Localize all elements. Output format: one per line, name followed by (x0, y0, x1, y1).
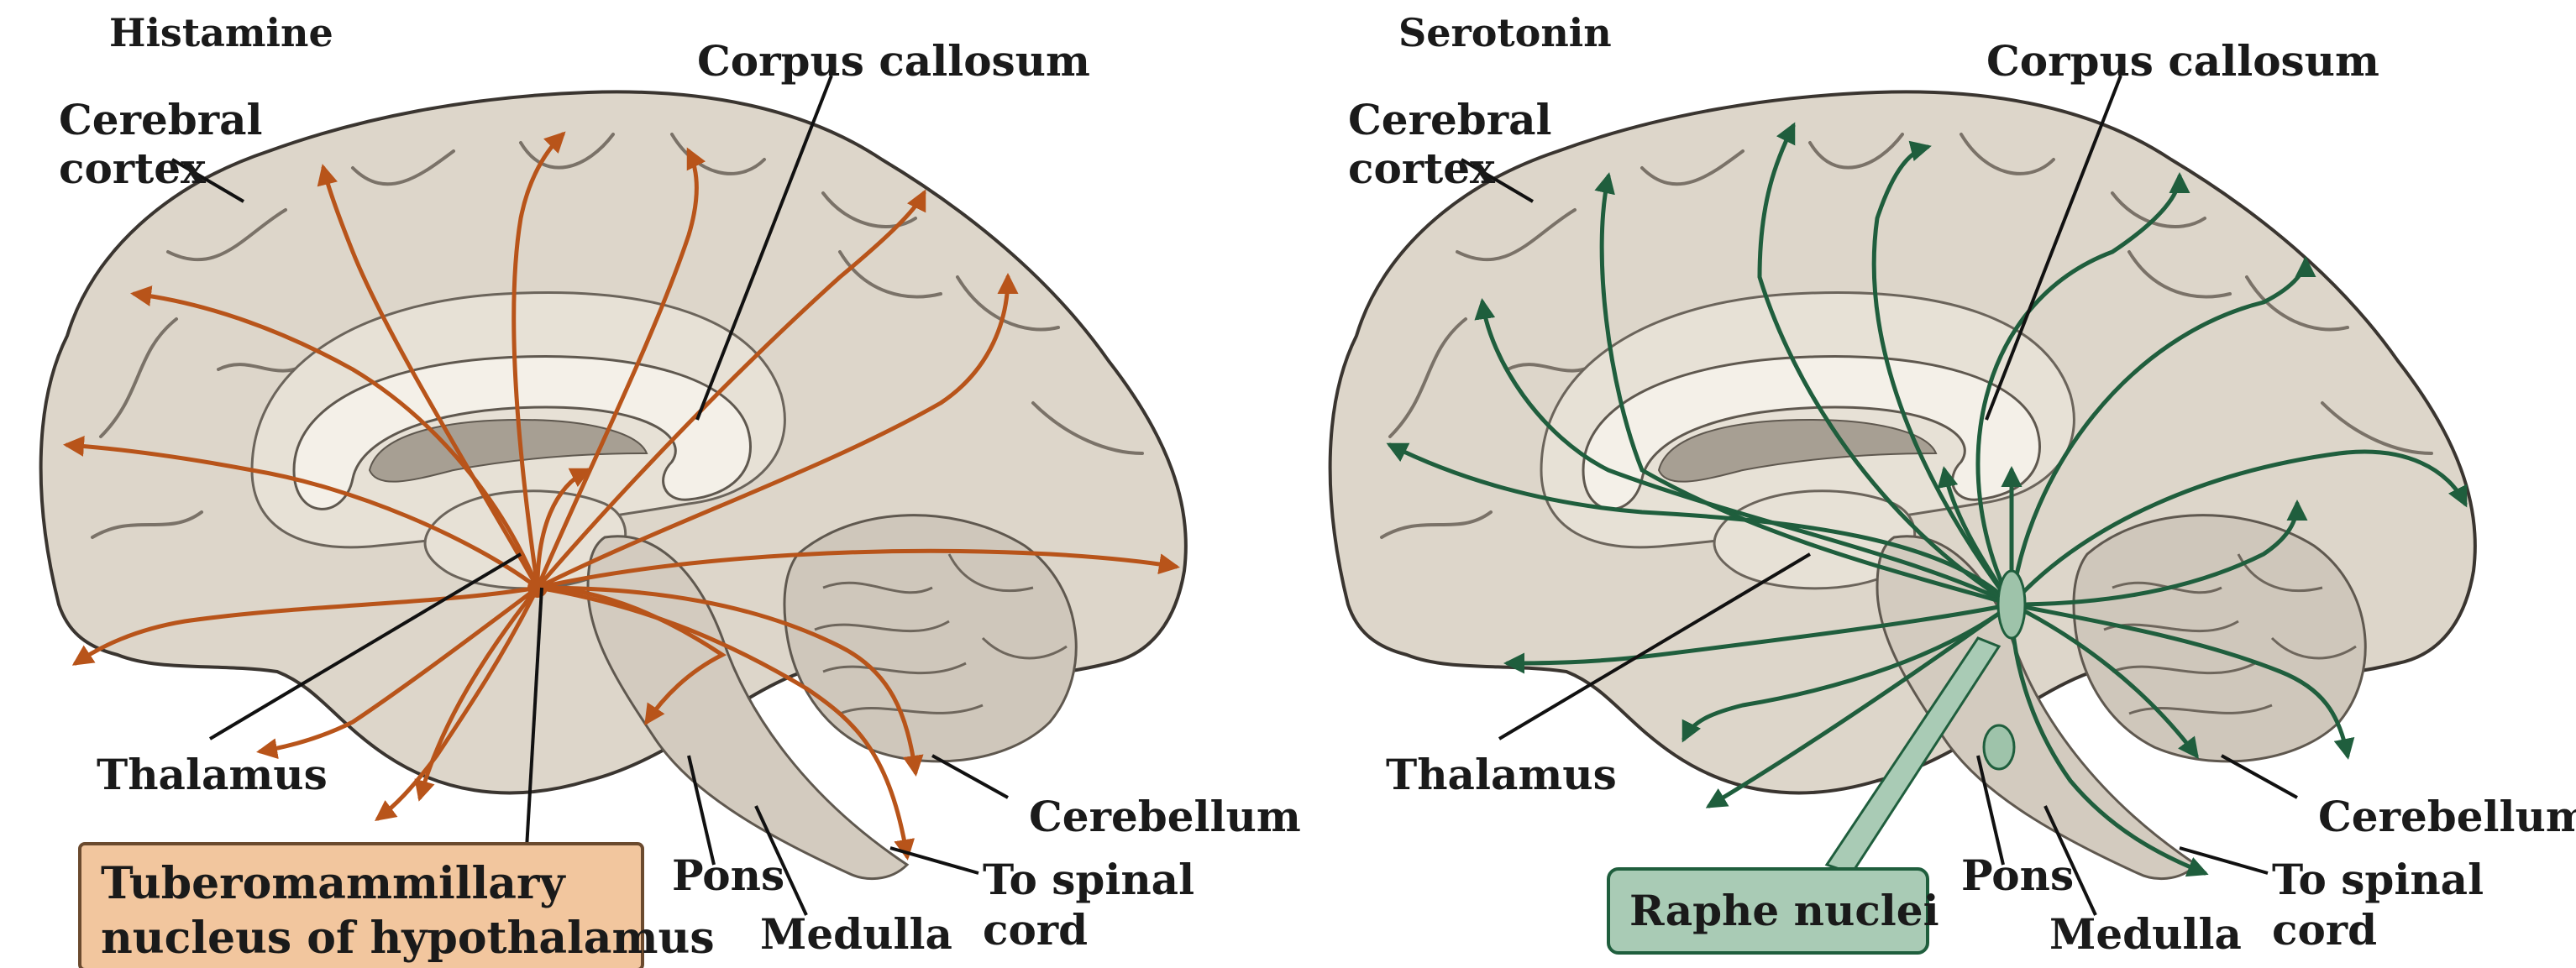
medulla-label: Medulla (760, 909, 952, 959)
tuberomammillary-nucleus-dot (527, 578, 548, 598)
cerebral-cortex-label-line2: cortex (1348, 144, 1496, 193)
tuberomammillary-source-box: Tuberomammillary nucleus of hypothalamus (80, 844, 715, 968)
to-spinal-cord-label-line1: To spinal (2272, 855, 2484, 904)
histamine-panel: Histamine Corpus callosum Cerebral corte… (41, 10, 1301, 968)
to-spinal-cord-label-line2: cord (2272, 905, 2377, 955)
raphe-nuclei-lower (1984, 725, 2014, 769)
to-spinal-cord-label-line2: cord (983, 905, 1088, 955)
to-spinal-cord-label-line1: To spinal (983, 855, 1194, 904)
corpus-callosum-label: Corpus callosum (1986, 36, 2379, 86)
thalamus-label: Thalamus (97, 750, 328, 799)
source-box-line1: Raphe nuclei (1629, 886, 1939, 935)
source-box-line1: Tuberomammillary (101, 858, 566, 909)
medulla-label: Medulla (2049, 909, 2242, 959)
thalamus-label: Thalamus (1386, 750, 1617, 799)
serotonin-panel: Serotonin Corpus callosum Cerebral corte… (1330, 10, 2576, 959)
cerebral-cortex-label-line1: Cerebral (1348, 95, 1551, 144)
raphe-nuclei-upper (1998, 571, 2025, 638)
panel-title: Serotonin (1398, 10, 1612, 55)
corpus-callosum-label: Corpus callosum (697, 36, 1090, 86)
cerebellum-label: Cerebellum (1029, 792, 1301, 841)
pons-label: Pons (1961, 850, 2074, 900)
panel-title: Histamine (109, 10, 333, 55)
cerebellum-label: Cerebellum (2318, 792, 2576, 841)
cerebral-cortex-label-line1: Cerebral (59, 95, 262, 144)
cerebral-cortex-label-line2: cortex (59, 144, 207, 193)
raphe-nuclei-source-box: Raphe nuclei (1608, 869, 1939, 953)
source-box-line2: nucleus of hypothalamus (101, 913, 715, 964)
pons-label: Pons (672, 850, 784, 900)
